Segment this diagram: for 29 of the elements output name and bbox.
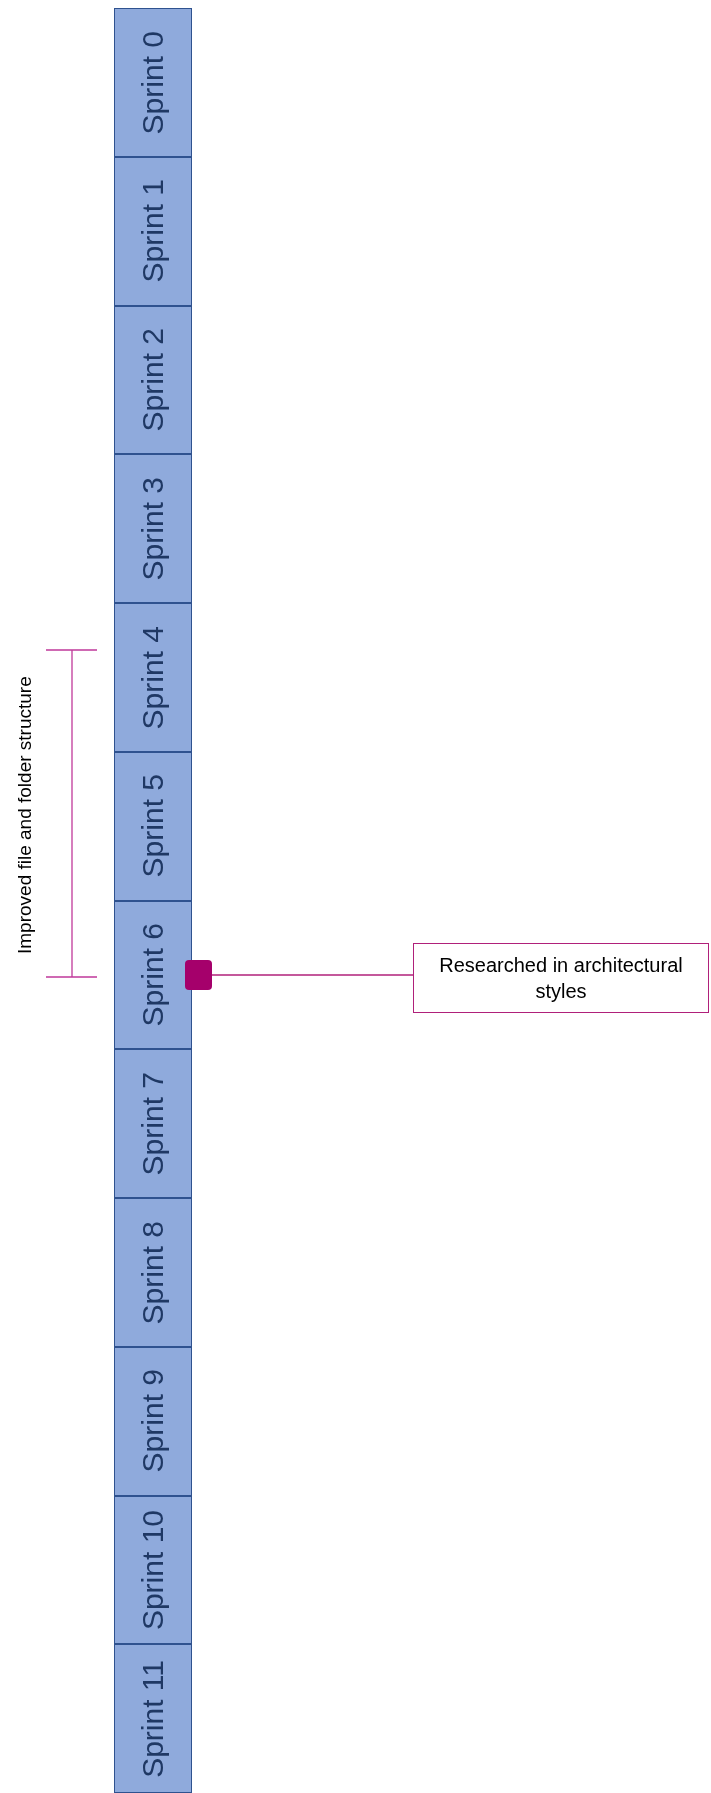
sprint-cell	[114, 454, 192, 603]
sprint-cell	[114, 1495, 192, 1645]
sprint-label: Sprint 4	[136, 625, 170, 730]
sprint-cell	[114, 8, 192, 157]
sprint-label: Sprint 7	[136, 1071, 170, 1176]
note-box	[413, 943, 709, 1013]
sprint-label: Sprint 3	[136, 476, 170, 581]
sprint-label: Sprint 0	[136, 30, 170, 135]
sprint-label: Sprint 5	[136, 774, 170, 878]
sprint-cell	[114, 1346, 192, 1496]
sprint-cell	[114, 1644, 192, 1793]
sprint-label: Sprint 11	[136, 1659, 170, 1778]
sprint-cell	[114, 305, 192, 455]
sprint-cell	[114, 751, 192, 901]
connector-line	[211, 974, 414, 976]
sprint-label: Sprint 8	[136, 1220, 170, 1325]
sprint-cell	[114, 1049, 192, 1198]
sprint-label: Sprint 10	[136, 1509, 170, 1630]
sprint-cell	[114, 900, 192, 1050]
sprint-cell	[114, 156, 192, 306]
sprint-label: Sprint 9	[136, 1369, 170, 1473]
sprint-cell	[114, 603, 192, 752]
sprint-label: Sprint 1	[136, 179, 170, 283]
bracket-label: Improved file and folder structure	[13, 675, 36, 956]
note-text: Researched in architectural styles	[438, 953, 684, 1004]
milestone-marker	[185, 960, 212, 990]
sprint-label: Sprint 6	[136, 923, 170, 1027]
sprint-cell	[114, 1198, 192, 1347]
sprint-label: Sprint 2	[136, 328, 170, 432]
